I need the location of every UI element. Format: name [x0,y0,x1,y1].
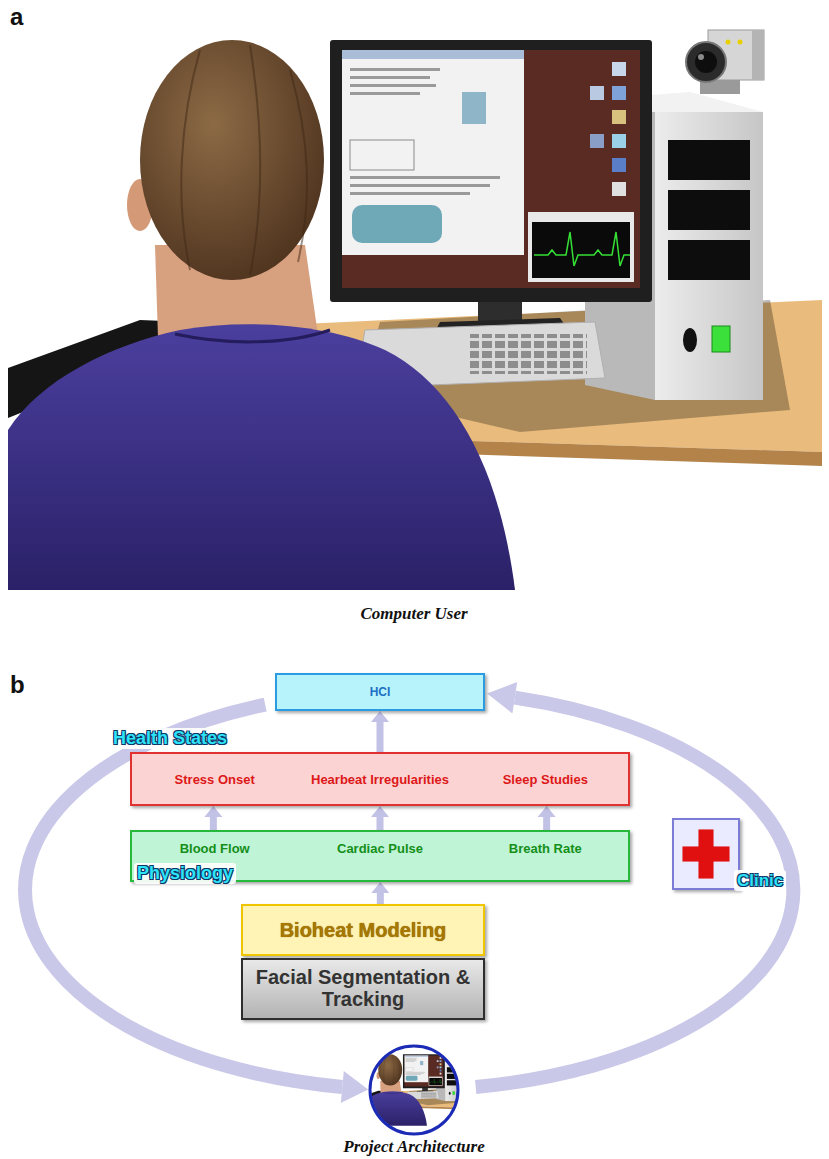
computer-user-illustration [8,30,822,590]
connector-shaft [210,817,217,830]
arrowhead [371,711,389,722]
heading-label: Physiology [134,863,236,884]
band-item: Cardiac Pulse [337,841,423,856]
connector-shaft [377,722,384,752]
arrow-connector [371,806,389,830]
band-item: Breath Rate [509,841,582,856]
clinic-box: Clinic [672,818,740,890]
segmentation-box: Facial Segmentation & Tracking [241,958,485,1020]
hci-box: HCI [275,673,485,711]
heading-label: Clinic [734,870,786,891]
panel-caption: Computer User [360,604,467,624]
panel-letter: b [10,672,25,698]
arrowhead [538,806,556,817]
thumbnail-ring [370,1046,458,1134]
connector-shaft [543,817,550,830]
node-label: Bioheat Modeling [280,919,447,942]
connector-shaft [377,893,384,904]
node-label: Facial Segmentation & Tracking [249,967,477,1010]
panel-caption: Project Architecture [343,1137,485,1157]
band-item: Stress Onset [175,772,255,787]
loop-arrowhead [341,1071,368,1103]
loop-arrowhead [487,682,517,714]
arrowhead [371,882,389,893]
arrow-connector [204,806,222,830]
health-states-band: Health StatesStress OnsetHearbeat Irregu… [130,752,630,806]
band-item: Sleep Studies [503,772,588,787]
arrow-connector [371,882,389,904]
band-item: Hearbeat Irregularities [311,772,449,787]
heading-label: Health States [110,728,230,749]
band-item: Blood Flow [180,841,250,856]
panel-letter: a [10,4,23,30]
cross-bar [682,846,729,861]
red-cross-symbol [674,820,738,888]
bioheat-box: Bioheat Modeling [241,904,485,956]
connector-shaft [377,817,384,830]
physiology-band: Physiology Blood Flow Cardiac Pulse Breath … [130,830,630,882]
node-label: HCI [370,685,391,699]
arrowhead [371,806,389,817]
arrowhead [204,806,222,817]
arrow-connector [371,711,389,752]
arrow-connector [538,806,556,830]
